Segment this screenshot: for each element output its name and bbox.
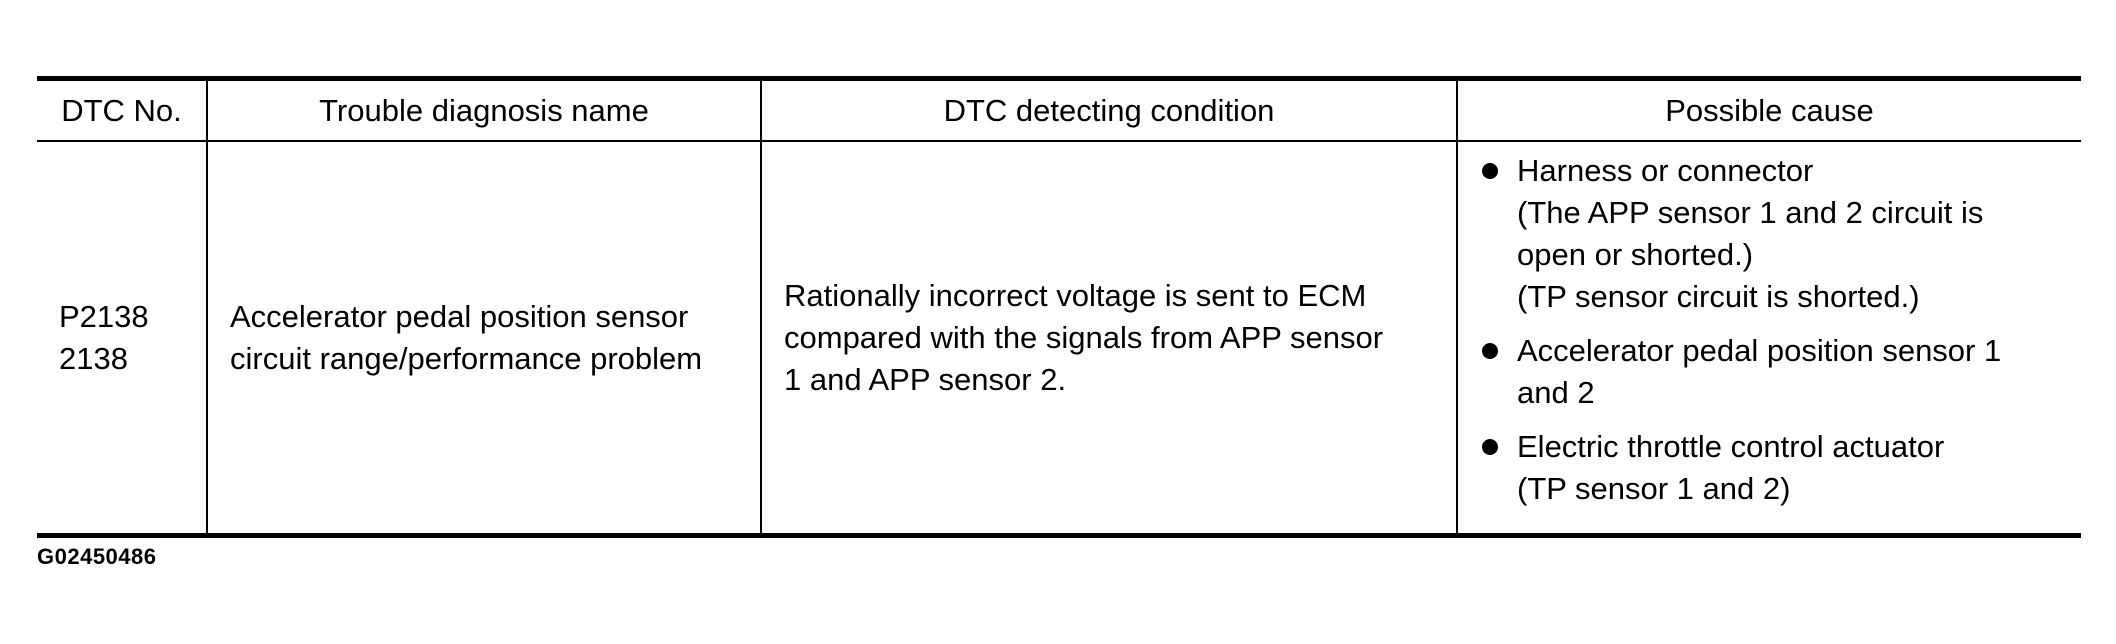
diagnosis-name-line: Accelerator pedal position sensor bbox=[230, 298, 689, 334]
possible-cause-cell: Harness or connector (The APP sensor 1 a… bbox=[1456, 141, 2081, 536]
cause-item: Electric throttle control actuator (TP s… bbox=[1480, 426, 2071, 510]
header-possible-cause: Possible cause bbox=[1456, 78, 2081, 142]
condition-line: compared with the signals from APP senso… bbox=[784, 319, 1384, 355]
header-dtc-detecting-condition: DTC detecting condition bbox=[760, 78, 1457, 142]
header-trouble-diagnosis-name: Trouble diagnosis name bbox=[206, 78, 761, 142]
cause-line: Accelerator pedal position sensor 1 bbox=[1517, 333, 2002, 368]
dtc-code: P2138 bbox=[59, 298, 149, 334]
cause-line: (TP sensor 1 and 2) bbox=[1517, 471, 1791, 506]
dtc-table: DTC No. Trouble diagnosis name DTC detec… bbox=[37, 76, 2081, 538]
figure-code: G02450486 bbox=[37, 544, 157, 569]
header-row: DTC No. Trouble diagnosis name DTC detec… bbox=[37, 78, 2081, 142]
bullet-icon bbox=[1482, 163, 1498, 179]
detecting-condition-cell: Rationally incorrect voltage is sent to … bbox=[760, 141, 1457, 536]
header-dtc-no: DTC No. bbox=[37, 78, 207, 142]
cause-item: Accelerator pedal position sensor 1 and … bbox=[1480, 330, 2071, 414]
dtc-code-short: 2138 bbox=[59, 340, 128, 376]
condition-line: Rationally incorrect voltage is sent to … bbox=[784, 277, 1367, 313]
trouble-diagnosis-name-cell: Accelerator pedal position sensor circui… bbox=[206, 141, 761, 536]
cause-item: Harness or connector (The APP sensor 1 a… bbox=[1480, 150, 2071, 318]
cause-list: Harness or connector (The APP sensor 1 a… bbox=[1480, 150, 2071, 510]
cause-line: (The APP sensor 1 and 2 circuit is bbox=[1517, 195, 1984, 230]
bullet-icon bbox=[1482, 439, 1498, 455]
cause-line: (TP sensor circuit is shorted.) bbox=[1517, 279, 1920, 314]
cause-line: Electric throttle control actuator bbox=[1517, 429, 1945, 464]
table-row: P2138 2138 Accelerator pedal position se… bbox=[37, 141, 2081, 536]
dtc-no-cell: P2138 2138 bbox=[37, 141, 207, 536]
cause-line: open or shorted.) bbox=[1517, 237, 1754, 272]
cause-line: Harness or connector bbox=[1517, 153, 1814, 188]
cause-line: and 2 bbox=[1517, 375, 1595, 410]
bullet-icon bbox=[1482, 343, 1498, 359]
diagnosis-name-line: circuit range/performance problem bbox=[230, 340, 703, 376]
condition-line: 1 and APP sensor 2. bbox=[784, 361, 1067, 397]
